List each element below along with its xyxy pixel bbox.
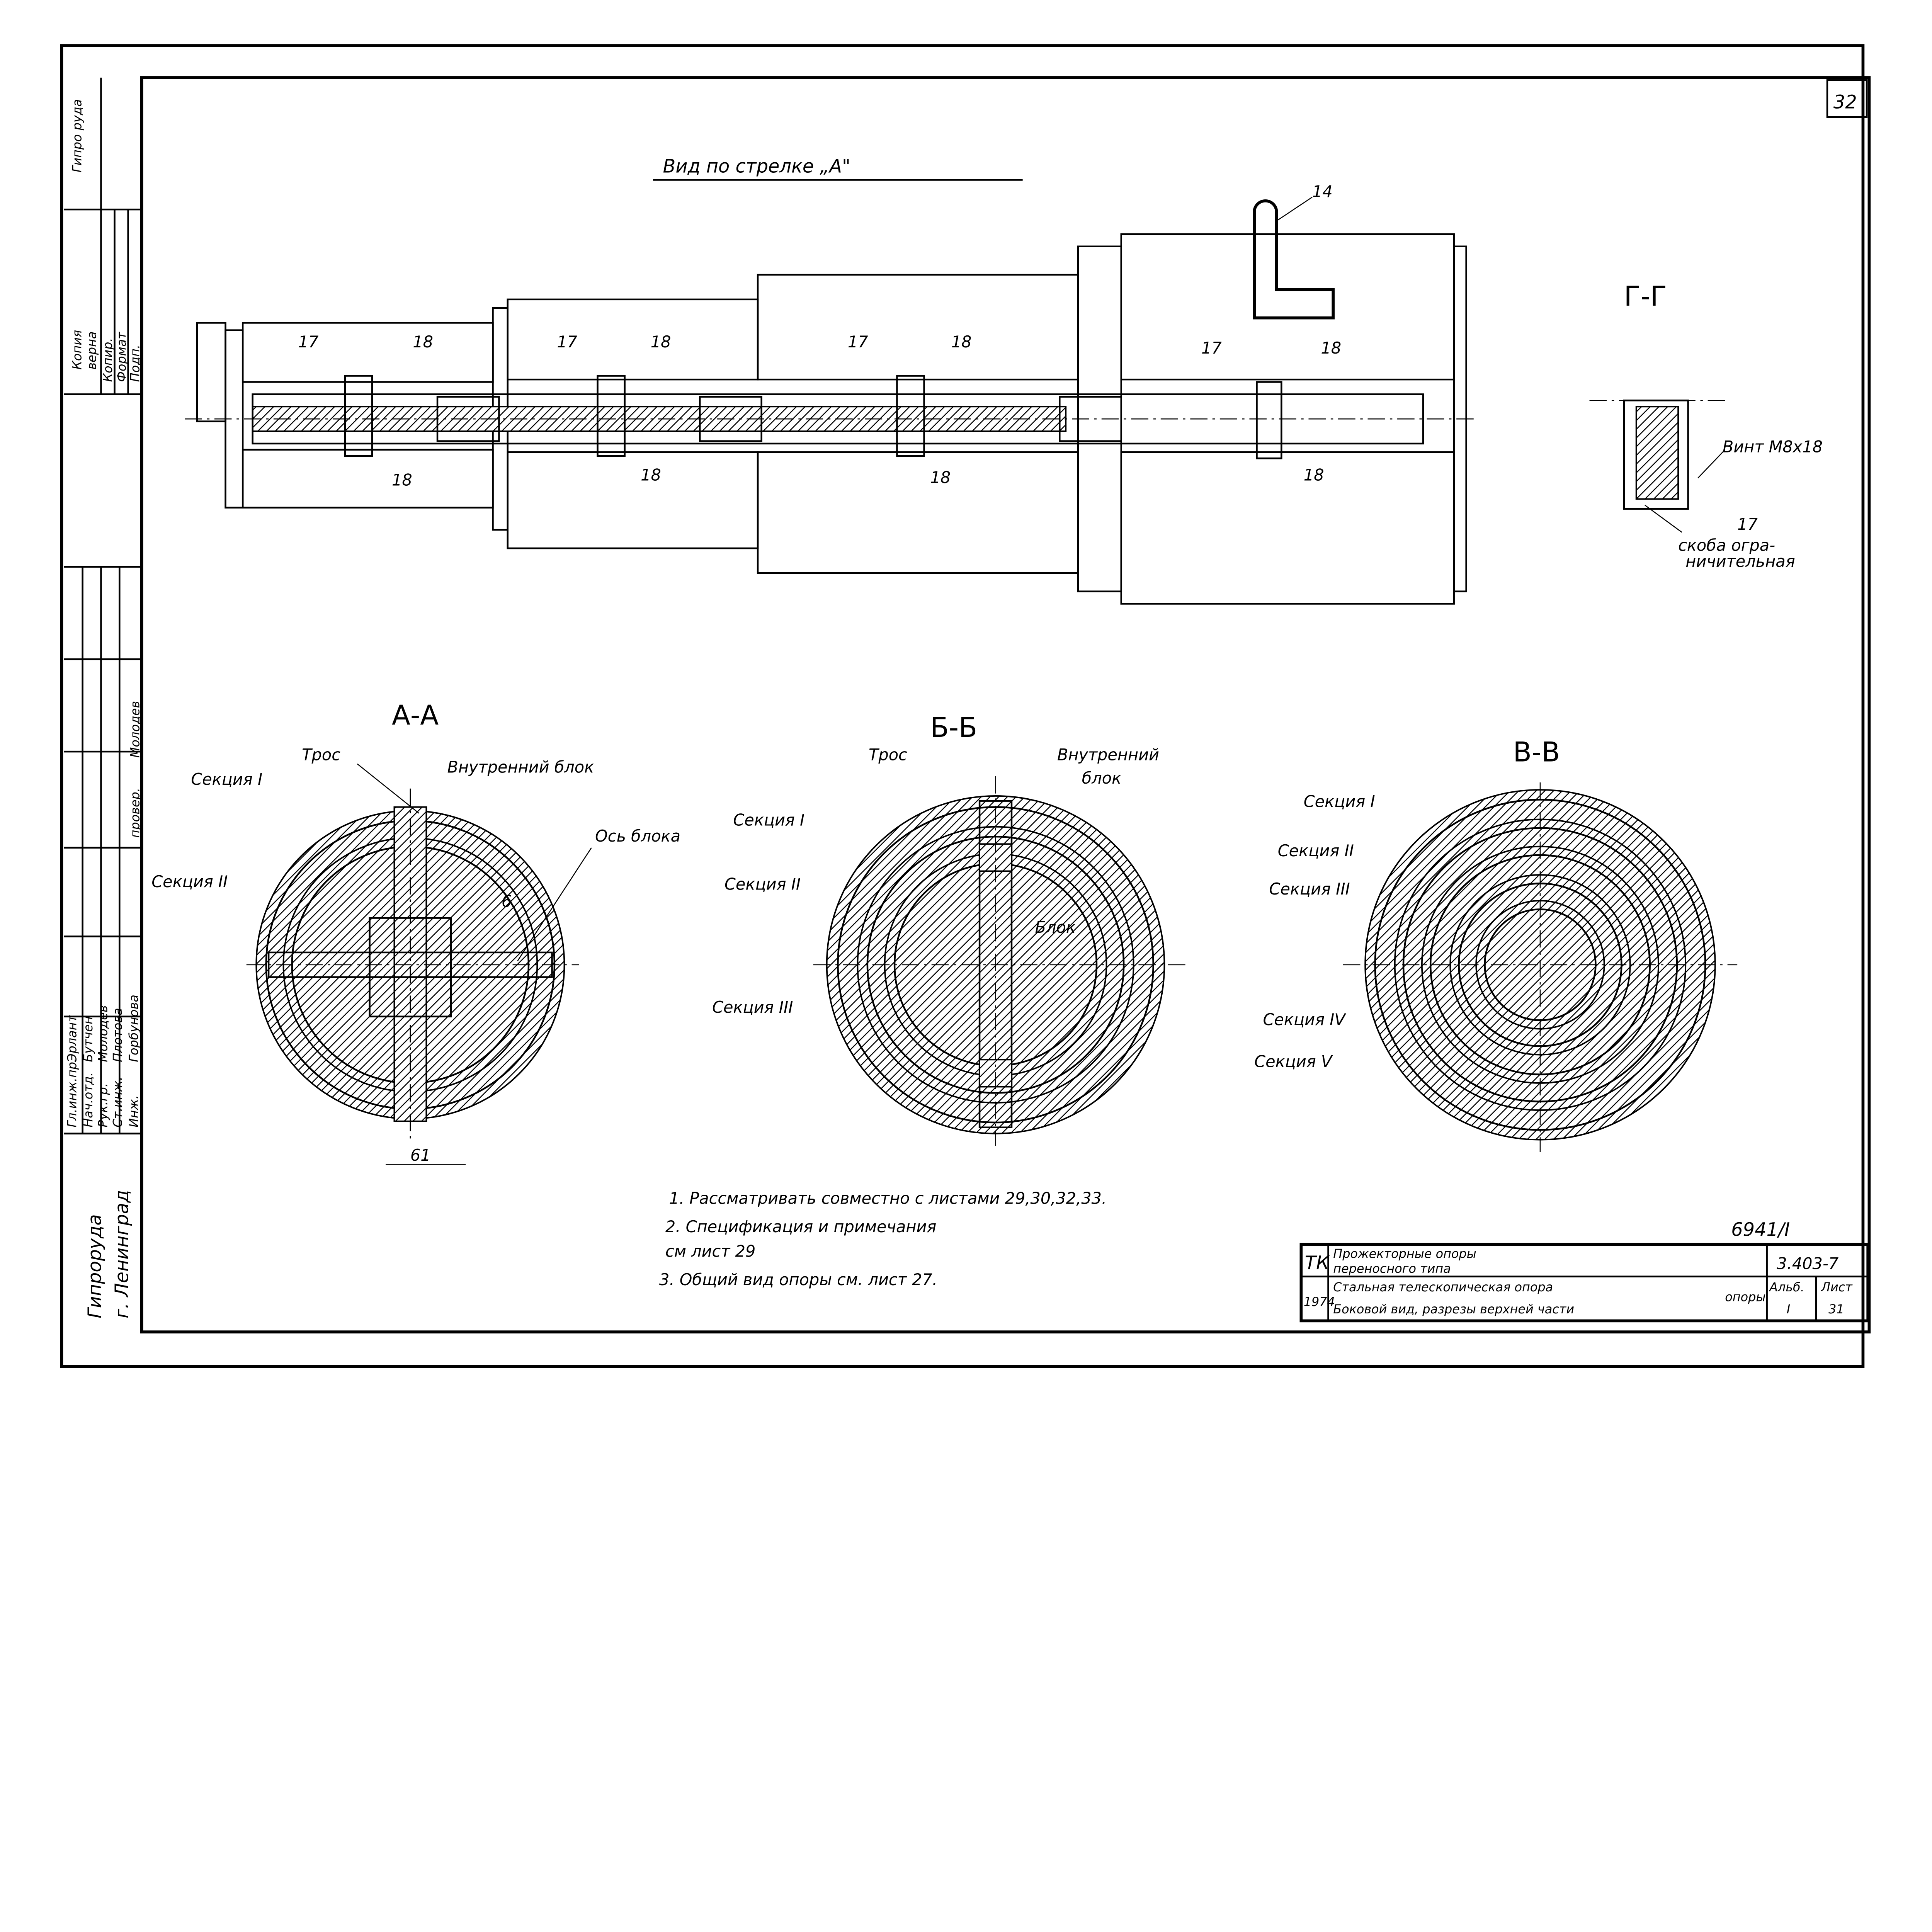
callout: 17 (298, 333, 319, 351)
note: см лист 29 (665, 1242, 755, 1261)
outer-frame (60, 44, 1865, 1368)
callout: 17 (848, 333, 868, 351)
label: Секция III (712, 998, 793, 1017)
part-label: скоба огра- (1678, 536, 1775, 554)
label: Блок (1035, 918, 1076, 937)
sheet-title: опоры (1725, 1289, 1765, 1304)
label: Секция II (1278, 842, 1354, 860)
year: 1974 (1304, 1294, 1335, 1309)
signature-role: Рук.гр. (95, 1083, 110, 1128)
title-block: ТК 1974 Прожекторные опоры переносного т… (1299, 1243, 1870, 1323)
notes: 1. Рассматривать совместно с листами 29,… (659, 1189, 1107, 1289)
signature-role: Нач.отд. (81, 1072, 95, 1128)
sheet-label: Лист (1821, 1280, 1853, 1294)
callout: 18 (1321, 339, 1341, 357)
stamp-format-1: Копир. (100, 338, 115, 382)
callout: 18 (951, 333, 972, 351)
label: Секция I (191, 770, 262, 789)
project-title: переносного типа (1333, 1261, 1451, 1276)
sheet-title: Боковой вид, разрезы верхней части (1333, 1302, 1574, 1316)
organization-city: г. Ленинград (112, 1190, 133, 1318)
section-b-b: Б-Б Трос Внутренний блок Секция I Секция… (712, 712, 1189, 1146)
signature-name: Эрлант (65, 1014, 80, 1062)
callout: 14 (1312, 182, 1333, 201)
signature-name: Молодев (95, 1005, 110, 1062)
stamp-format-3: Подп. (128, 345, 142, 382)
label: Секция I (1304, 793, 1375, 811)
side-stamp: Гипро руда Копия верна Копир. Формат Под… (64, 77, 142, 1318)
label: Секция II (724, 875, 801, 893)
album-label: Альб. (1769, 1280, 1804, 1294)
stamp-checked-name: Молодев (128, 701, 142, 758)
section-g-g-title: Г-Г (1624, 281, 1667, 312)
doc-number: 3.403-7 (1777, 1254, 1838, 1273)
stamp-copy-2: верна (85, 332, 99, 370)
callout: 18 (1304, 466, 1324, 485)
label: Внутренний блок (447, 758, 594, 776)
archive-number: 6941/I (1731, 1219, 1790, 1240)
signature-role: Инж. (126, 1095, 141, 1128)
signature-name: Горбунова (126, 995, 141, 1062)
sheet-value: 31 (1828, 1302, 1844, 1316)
signature-role: Гл.инж.пр. (65, 1058, 80, 1128)
label: Секция V (1254, 1052, 1333, 1071)
part-number: 17 (1737, 515, 1758, 534)
stamp-checked-label: провер. (128, 788, 142, 838)
label: Секция I (733, 811, 804, 829)
callout: 18 (413, 333, 433, 351)
section-v-v: В-В Секция I Секция II Секция III Секция… (1254, 736, 1738, 1152)
section-a-a-title: А-А (392, 699, 439, 731)
project-title: Прожекторные опоры (1333, 1247, 1476, 1261)
label: Ось блока (595, 827, 680, 845)
label: блок (1082, 769, 1121, 787)
screw-label: Винт М8х18 (1723, 437, 1823, 456)
main-view-title: Вид по стрелке „А" (663, 156, 850, 177)
organization-name: Гипроруда (84, 1214, 105, 1318)
sheet-title: Стальная телескопическая опора (1333, 1280, 1553, 1294)
note: 2. Спецификация и примечания (665, 1218, 936, 1236)
label: Внутренний (1057, 745, 1159, 764)
org-code: ТК (1305, 1252, 1330, 1274)
part-label: ничительная (1685, 552, 1795, 571)
sheet-number: 32 (1833, 92, 1857, 113)
label: Трос (869, 745, 907, 764)
callout: 18 (930, 468, 951, 487)
callout: 18 (641, 466, 661, 485)
stamp-format-2: Формат (114, 332, 129, 382)
section-a-a: А-А 61 Трос Внутренний блок Секция I Сек… (151, 699, 680, 1165)
signature-name: Плотова (111, 1008, 125, 1062)
label: Трос (302, 745, 340, 764)
label: Секция II (151, 872, 228, 891)
note: 3. Общий вид опоры см. лист 27. (659, 1270, 937, 1289)
callout: 17 (1201, 339, 1222, 357)
callout: 18 (651, 333, 671, 351)
signature-role: Ст.инж. (111, 1077, 125, 1127)
inner-frame (140, 76, 1871, 1333)
label: Секция IV (1263, 1010, 1346, 1029)
section-v-v-title: В-В (1513, 736, 1560, 768)
section-b-b-title: Б-Б (930, 712, 978, 743)
note: 1. Рассматривать совместно с листами 29,… (669, 1189, 1107, 1208)
signature-name: Бутчен (81, 1016, 95, 1062)
callout: 17 (557, 333, 577, 351)
stamp-top-left: Гипро руда (70, 99, 84, 173)
callout: 18 (392, 471, 412, 489)
handle-14 (1253, 199, 1335, 320)
main-view-arrow-a: Вид по стрелке „А" 14 17 18 18 1 (185, 156, 1479, 605)
sheet-number-box (1826, 79, 1868, 118)
label: Секция III (1269, 880, 1350, 898)
technical-drawing: 32 Гипро руда Копия верна Копир. Формат … (60, 44, 1871, 1368)
stamp-copy-1: Копия (70, 330, 84, 370)
section-g-g: Г-Г Винт М8х18 17 скоба огра- ничительна… (1589, 281, 1823, 571)
callout: 6 (502, 892, 512, 911)
dimension: 61 (410, 1146, 431, 1165)
album-value: I (1787, 1302, 1790, 1316)
